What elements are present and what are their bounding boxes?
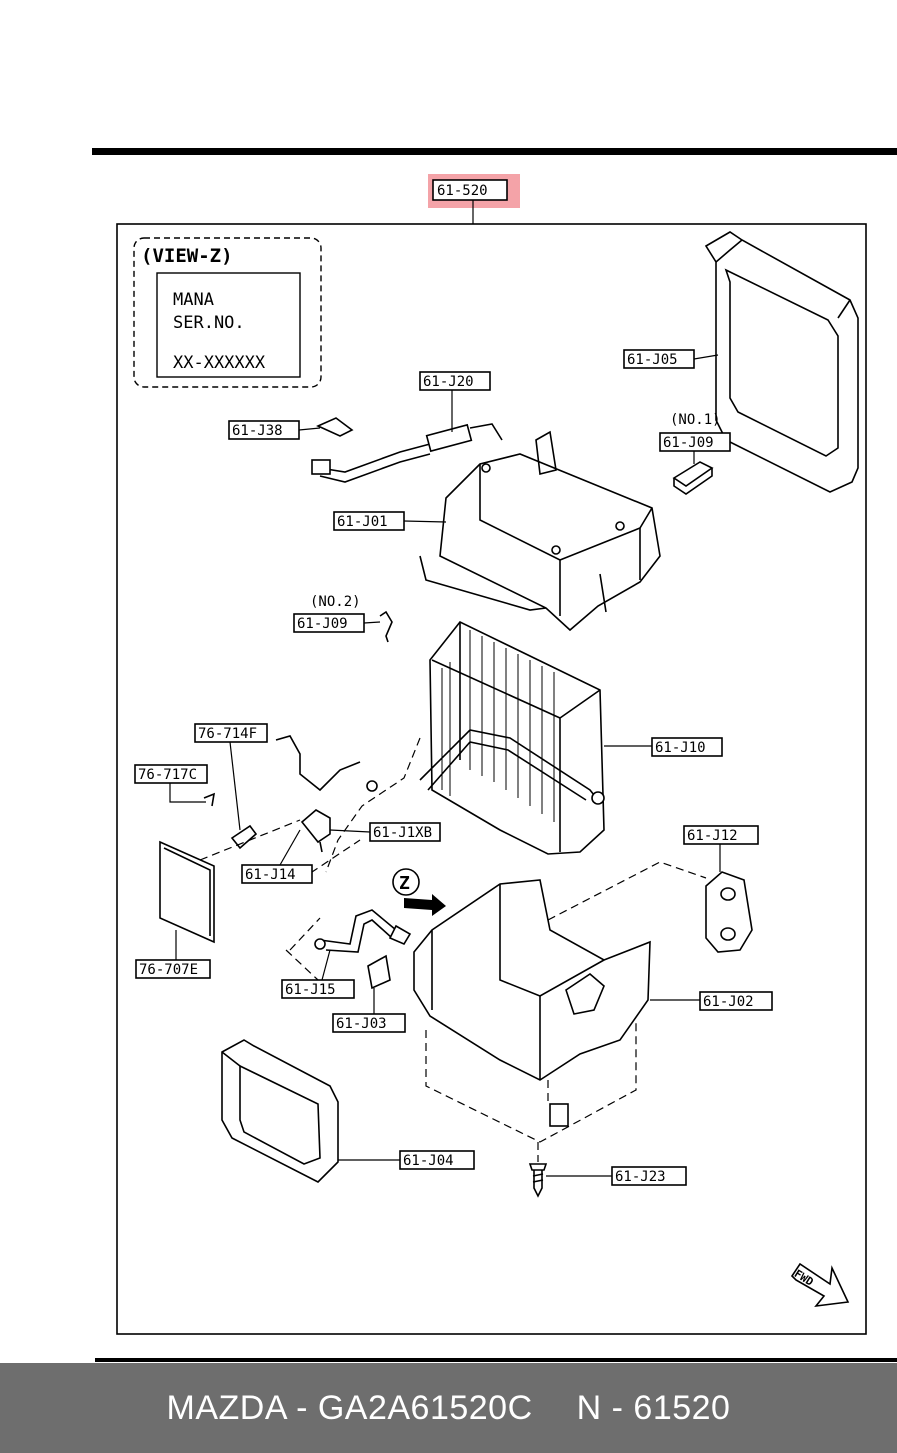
svg-text:61-J04: 61-J04 — [403, 1153, 454, 1169]
svg-text:76-714F: 76-714F — [198, 726, 257, 742]
bottom-rule — [95, 1358, 897, 1362]
callout-j14[interactable]: 61-J14 — [241, 829, 313, 884]
expansion-valve — [199, 735, 421, 881]
callout-707e[interactable]: 76-707E — [135, 930, 211, 979]
footer-bar: MAZDA - GA2A61520C N - 61520 — [0, 1363, 897, 1453]
callout-j01[interactable]: 61-J01 — [333, 511, 447, 531]
svg-text:61-J38: 61-J38 — [232, 423, 283, 439]
drain-grommet — [705, 871, 753, 953]
svg-text:61-J03: 61-J03 — [336, 1016, 387, 1032]
screw — [528, 1142, 548, 1198]
footer-ref-number: N - 61520 — [576, 1388, 731, 1427]
svg-text:76-717C: 76-717C — [138, 767, 197, 783]
lower-case — [413, 879, 651, 1143]
callout-j09-no1[interactable]: (NO.1) 61-J09 — [659, 412, 731, 464]
upper-case — [419, 430, 661, 632]
diagram-frame — [116, 223, 867, 1335]
callout-j15[interactable]: 61-J15 — [281, 949, 355, 999]
callout-j20[interactable]: 61-J20 — [419, 371, 491, 432]
view-z-line1: MANA — [173, 290, 214, 310]
svg-text:61-J02: 61-J02 — [703, 994, 754, 1010]
svg-text:61-J05: 61-J05 — [627, 352, 678, 368]
svg-text:(NO.2): (NO.2) — [310, 594, 361, 610]
wire-harness — [311, 417, 503, 483]
svg-text:61-J14: 61-J14 — [245, 867, 296, 883]
callout-j12[interactable]: 61-J12 — [683, 825, 759, 872]
callout-714f[interactable]: 76-714F — [194, 723, 268, 831]
view-z-marker: Z — [392, 868, 446, 916]
svg-text:61-J09: 61-J09 — [297, 616, 348, 632]
callout-j02[interactable]: 61-J02 — [650, 991, 773, 1011]
gasket-frame-upper — [704, 231, 859, 493]
callout-j04[interactable]: 61-J04 — [338, 1150, 475, 1170]
svg-text:61-J1XB: 61-J1XB — [373, 825, 432, 841]
svg-text:61-J01: 61-J01 — [337, 514, 388, 530]
callout-j38[interactable]: 61-J38 — [228, 420, 321, 440]
svg-text:Z: Z — [399, 873, 410, 894]
svg-text:61-J20: 61-J20 — [423, 374, 474, 390]
view-z-title: (VIEW-Z) — [141, 245, 233, 267]
svg-text:61-J23: 61-J23 — [615, 1169, 666, 1185]
main-part-callout[interactable]: 61-520 — [428, 174, 520, 224]
clip-no1 — [672, 461, 714, 495]
svg-text:76-707E: 76-707E — [139, 962, 198, 978]
clip-no2 — [379, 610, 393, 643]
callout-j05[interactable]: 61-J05 — [623, 349, 719, 369]
callout-j23[interactable]: 61-J23 — [546, 1166, 687, 1186]
air-filter — [159, 840, 215, 944]
svg-text:(NO.1): (NO.1) — [670, 412, 721, 428]
svg-text:61-J10: 61-J10 — [655, 740, 706, 756]
callout-j09-no2[interactable]: (NO.2) 61-J09 — [293, 594, 381, 633]
packing-seal — [367, 954, 391, 990]
gasket-frame-lower — [221, 1039, 339, 1183]
callout-717c[interactable]: 76-717C — [134, 764, 208, 803]
svg-text:61-J09: 61-J09 — [663, 435, 714, 451]
main-part-label: 61-520 — [437, 183, 488, 199]
drain-pipe — [285, 909, 412, 981]
evaporator-core — [419, 620, 605, 855]
callout-j10[interactable]: 61-J10 — [604, 737, 723, 757]
view-z-inset: (VIEW-Z) MANA SER.NO. XX-XXXXXX — [133, 237, 322, 388]
footer-part-number: MAZDA - GA2A61520C — [166, 1388, 533, 1427]
forward-arrow-icon: FWD — [790, 1262, 850, 1308]
svg-text:61-J12: 61-J12 — [687, 828, 738, 844]
callout-j03[interactable]: 61-J03 — [332, 988, 406, 1033]
callout-j1xb[interactable]: 61-J1XB — [329, 822, 441, 842]
svg-text:61-J15: 61-J15 — [285, 982, 336, 998]
view-z-line3: XX-XXXXXX — [173, 353, 266, 373]
grommet-leader — [547, 861, 707, 921]
top-rule — [92, 148, 897, 155]
view-z-line2: SER.NO. — [173, 313, 245, 333]
